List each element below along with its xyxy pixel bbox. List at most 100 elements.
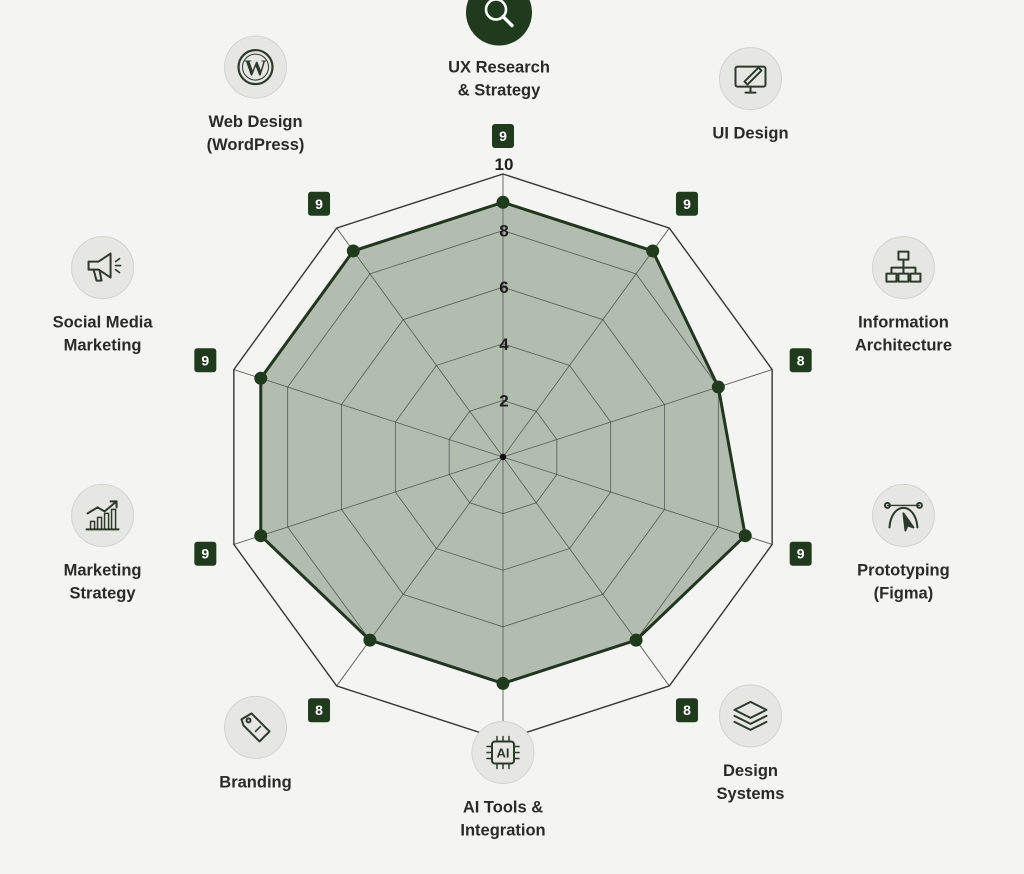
grid-spoke-overlay <box>502 456 637 641</box>
value-badge-bg <box>308 191 331 216</box>
bezier-curve-icon <box>871 483 935 547</box>
axis-label: Marketing <box>64 561 142 579</box>
data-point <box>346 244 360 258</box>
grid-spoke-overlay <box>502 456 746 537</box>
axis-label: Marketing <box>64 337 142 355</box>
value-badge: 8 <box>675 698 698 723</box>
value-badge-text: 9 <box>201 546 209 562</box>
center-point <box>499 453 507 461</box>
value-badge-bg <box>194 348 217 373</box>
value-badge: 9 <box>492 124 514 148</box>
axis-label: Integration <box>460 822 545 840</box>
grid-spoke-overlay <box>502 250 654 458</box>
value-badge: 9 <box>675 191 698 216</box>
data-point <box>496 676 510 690</box>
tick-label: 6 <box>499 278 508 297</box>
value-badge-text: 9 <box>797 546 805 562</box>
data-point <box>254 371 268 385</box>
value-badge-bg <box>789 348 812 373</box>
axis-label: Prototyping <box>857 561 950 579</box>
icon-circle <box>71 236 135 300</box>
icon-circle <box>71 483 135 547</box>
icon-circle <box>224 35 288 99</box>
icon-circle <box>471 721 535 784</box>
tick-label: 10 <box>495 155 514 174</box>
value-badge-bg <box>675 698 698 723</box>
axis-label: UX Research <box>448 59 550 77</box>
axis-label: (WordPress) <box>207 136 305 154</box>
axis-label: Architecture <box>855 337 952 355</box>
value-badge-text: 9 <box>201 352 209 368</box>
data-point <box>646 244 660 258</box>
value-badge-bg <box>194 541 217 566</box>
value-badge-bg <box>308 698 331 723</box>
value-badge-text: 9 <box>315 196 323 212</box>
axis-label: Web Design <box>208 113 302 131</box>
axis-label: & Strategy <box>458 82 541 100</box>
axis-label: (Figma) <box>874 584 934 602</box>
grid-spoke-overlay <box>352 250 504 458</box>
axis-label: Strategy <box>70 584 137 602</box>
axis-label-group: 8AIAI Tools &Integration <box>460 721 546 840</box>
tag-icon <box>224 695 288 759</box>
value-badge-text: 9 <box>683 196 691 212</box>
data-point <box>629 633 643 647</box>
data-point <box>711 380 725 394</box>
grid-spoke-overlay <box>502 386 719 458</box>
data-point <box>496 195 510 209</box>
icon-circle <box>224 695 288 759</box>
value-badge: 9 <box>308 191 331 216</box>
axis-label-group: 9 W Web Design (WordPress) <box>207 35 331 216</box>
layers-icon <box>718 684 782 748</box>
grid-spoke-overlay <box>260 456 504 537</box>
axis-label: Systems <box>717 785 785 803</box>
icon-circle <box>466 0 532 46</box>
icon-circle <box>718 684 782 748</box>
axis-label-group: 9 UI Design <box>675 47 789 216</box>
axis-label: Social Media <box>53 314 154 332</box>
tick-label: 8 <box>499 222 508 241</box>
value-badge-bg <box>492 124 514 148</box>
growth-chart-icon <box>71 483 135 547</box>
value-badge-text: 8 <box>797 352 805 368</box>
value-badge: 9 <box>789 541 812 566</box>
value-badge-bg <box>789 541 812 566</box>
wordpress-icon: W <box>224 35 288 99</box>
value-badge-text: 8 <box>683 702 691 718</box>
axis-label-group: 9 UX Research & Strategy <box>448 0 550 148</box>
ai-chip-icon: AI <box>471 721 535 784</box>
monitor-pen-icon <box>718 47 782 111</box>
value-badge: 9 <box>194 541 217 566</box>
grid-spoke-overlay <box>369 456 504 641</box>
value-badge: 8 <box>308 698 331 723</box>
icon-circle <box>718 47 782 111</box>
axis-label: UI Design <box>712 125 788 143</box>
value-badge: 8 <box>789 348 812 373</box>
data-point <box>363 633 377 647</box>
axis-label: Branding <box>219 773 291 791</box>
sitemap-icon <box>871 236 935 300</box>
axis-label: AI Tools & <box>463 799 543 817</box>
data-point <box>254 529 268 543</box>
tick-label: 4 <box>499 335 509 354</box>
axis-label: Information <box>858 314 949 332</box>
value-badge: 9 <box>194 348 217 373</box>
wordpress-letter: W <box>245 55 267 80</box>
axis-label: Design <box>723 762 778 780</box>
magnifier-icon <box>466 0 532 46</box>
value-badge-text: 9 <box>499 128 507 144</box>
grid-spoke-overlay <box>260 377 504 458</box>
radar-ticks: 2 4 6 8 10 <box>495 155 514 410</box>
megaphone-icon <box>71 236 135 300</box>
tick-label: 2 <box>499 391 508 410</box>
data-point <box>738 529 752 543</box>
value-badge-text: 8 <box>315 702 323 718</box>
radar-data <box>254 195 752 690</box>
